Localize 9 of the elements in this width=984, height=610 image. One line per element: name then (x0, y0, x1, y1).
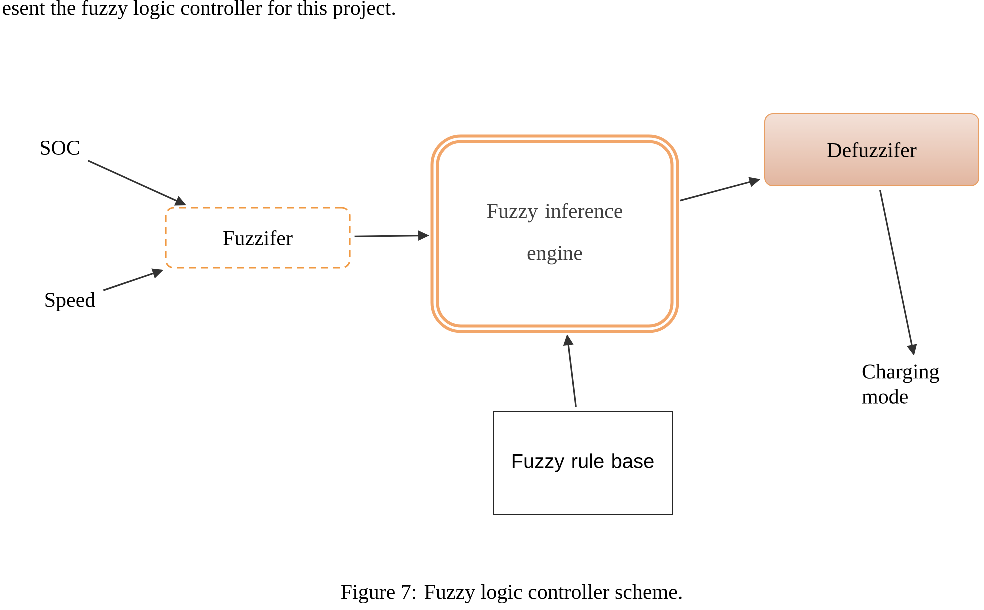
body-text: esent the fuzzy logic controller for this project. (3, 0, 396, 20)
input-label: Speed (46, 292, 96, 312)
input-label: SOC (40, 140, 80, 156)
output-label: Charging mode (862, 364, 940, 404)
caption: Figure 7: Fuzzy logic controller scheme. (341, 584, 682, 604)
process-box: Fuzzy inference engine (430, 134, 680, 334)
process-box: Defuzzifer (764, 114, 980, 186)
process-box: Fuzzy rule base (493, 411, 673, 515)
process-box: Fuzzifer (165, 207, 351, 269)
